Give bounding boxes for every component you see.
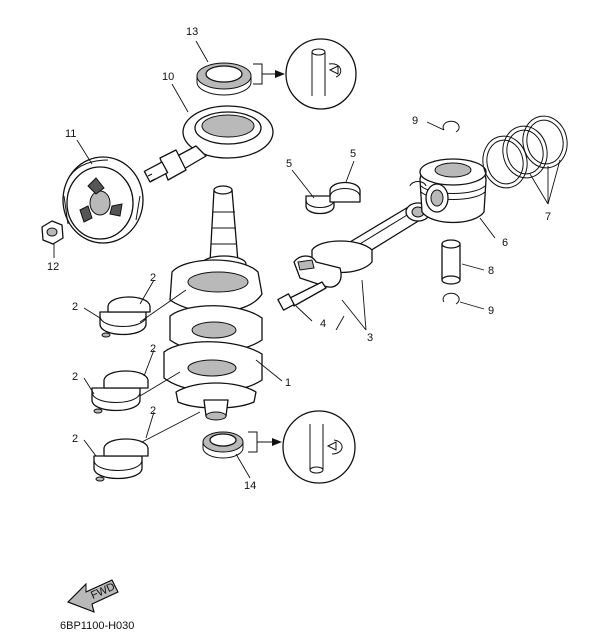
callout-4: 4: [320, 318, 326, 330]
fwd-arrow-icon: FWD: [67, 579, 119, 613]
callout-12: 12: [47, 261, 59, 273]
callout-14: 14: [244, 480, 256, 492]
callout-5-left: 5: [286, 158, 292, 170]
crankshaft-1: [163, 185, 263, 421]
callout-13: 13: [186, 26, 198, 38]
callout-11: 11: [65, 128, 76, 140]
rod-bearing-5-right: [329, 181, 361, 203]
callout-7: 7: [545, 211, 551, 223]
callout-9-bottom: 9: [488, 305, 494, 317]
callout-2-a: 2: [150, 272, 156, 284]
callout-6: 6: [502, 237, 508, 249]
oil-seal-14: [202, 431, 244, 459]
leader-lines: [53, 40, 561, 479]
bearing-set-bottom: [93, 438, 149, 482]
diagram-code: 6BP1100-H030: [60, 620, 134, 632]
piston-pin-8: [441, 239, 461, 285]
callout-1: 1: [285, 377, 291, 389]
circlip-9-bottom: [442, 292, 460, 305]
oil-seal-13: [196, 62, 252, 96]
callout-labels: 13 10 11 12 5 5 9 6 7 8 9 4 3 1 2 2 2 2 …: [47, 26, 551, 492]
callout-3: 3: [367, 332, 373, 344]
connecting-rod-10: [143, 105, 274, 183]
callout-2-d: 2: [72, 371, 78, 383]
pulley-11: [62, 156, 144, 244]
bolt-4: [277, 281, 327, 311]
seal-detail-top: [253, 38, 357, 110]
callout-5-right: 5: [350, 148, 356, 160]
connecting-rod-3: [293, 202, 431, 288]
piston-6: [409, 158, 487, 224]
callout-2-f: 2: [72, 433, 78, 445]
circlip-9-top: [442, 120, 460, 133]
seal-detail-bottom: [248, 410, 356, 484]
callout-2-b: 2: [72, 301, 78, 313]
callout-2-c: 2: [150, 343, 156, 355]
callout-10: 10: [162, 71, 174, 83]
nut-12: [41, 220, 64, 245]
piston-rings-7: [482, 115, 568, 189]
callout-9-top: 9: [412, 115, 418, 127]
bearing-set-top: [99, 296, 151, 338]
bearing-set-middle: [91, 370, 149, 414]
callout-2-e: 2: [150, 405, 156, 417]
callout-8: 8: [488, 265, 494, 277]
